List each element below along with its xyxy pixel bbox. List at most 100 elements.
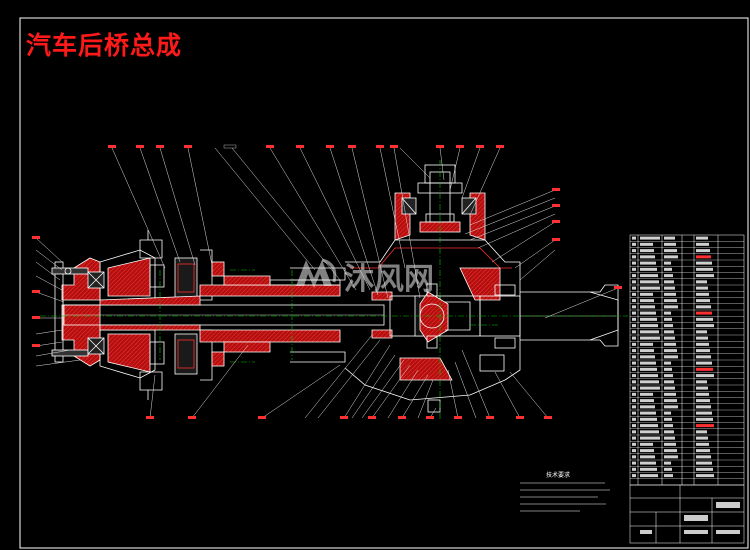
table-cell-number — [632, 330, 636, 334]
leader-lines — [35, 147, 619, 419]
table-cell-number — [632, 467, 636, 471]
table-cell-number — [632, 430, 636, 434]
table-cell-text — [640, 292, 653, 296]
table-cell-number — [632, 261, 636, 265]
table-cell-text — [664, 330, 674, 334]
table-cell-number — [632, 455, 636, 459]
table-cell-number — [632, 399, 636, 403]
table-cell-number — [632, 236, 636, 240]
table-cell-text — [640, 317, 657, 321]
table-cell-number — [632, 286, 636, 290]
table-cell-text — [664, 299, 677, 303]
table-cell-number — [632, 311, 636, 315]
table-cell-number — [632, 442, 636, 446]
table-cell-text — [664, 455, 678, 459]
table-cell-text — [696, 430, 707, 434]
table-cell-number — [632, 274, 636, 278]
table-cell-text — [696, 374, 714, 378]
table-cell-text — [640, 467, 657, 471]
technical-notes-title: 技术要求 — [546, 472, 571, 479]
table-cell-number — [632, 305, 636, 309]
table-cell-text — [696, 342, 709, 346]
table-cell-text — [640, 274, 658, 278]
table-cell-text — [696, 317, 713, 321]
table-cell-text — [640, 461, 656, 465]
table-cell-text — [696, 305, 711, 309]
table-cell-number — [632, 374, 636, 378]
table-cell-text — [664, 349, 677, 353]
table-cell-text — [664, 361, 671, 365]
table-cell-text — [640, 442, 653, 446]
table-cell-text — [664, 336, 675, 340]
table-cell-text — [696, 455, 711, 459]
table-cell-number — [632, 424, 636, 428]
table-cell-number — [632, 355, 636, 359]
table-cell-text — [664, 324, 673, 328]
table-cell-text — [696, 274, 714, 278]
table-cell-text — [696, 267, 713, 271]
table-cell-text — [664, 292, 676, 296]
table-cell-text — [640, 449, 654, 453]
table-cell-text — [640, 386, 660, 390]
table-cell-number — [632, 367, 636, 371]
table-cell-number — [632, 417, 636, 421]
table-cell-text — [664, 317, 672, 321]
table-cell-text — [640, 380, 659, 384]
table-cell-text — [664, 386, 675, 390]
table-cell-text — [664, 405, 678, 409]
table-cell-number — [632, 411, 636, 415]
table-cell-text — [664, 436, 675, 440]
table-cell-text — [664, 417, 672, 421]
table-cell-text — [640, 311, 656, 315]
table-cell-text — [696, 474, 714, 478]
table-cell-text — [640, 336, 660, 340]
table-cell-text — [640, 255, 655, 259]
table-cell-text — [696, 280, 707, 284]
table-cell-text — [696, 236, 708, 240]
table-cell-text — [664, 461, 671, 465]
table-cell-text — [664, 305, 678, 309]
table-cell-text — [640, 330, 659, 334]
table-cell-text — [664, 392, 676, 396]
table-cell-number — [632, 449, 636, 453]
table-cell-text — [640, 355, 655, 359]
title-block — [629, 484, 745, 544]
table-cell-text — [696, 417, 713, 421]
table-cell-text — [696, 249, 710, 253]
table-cell-text — [640, 249, 654, 253]
table-cell-text — [664, 430, 674, 434]
table-cell-text — [640, 242, 653, 246]
table-cell-text — [664, 474, 673, 478]
table-cell-number — [632, 255, 636, 259]
left-hub-assembly — [51, 230, 225, 400]
table-cell-number — [632, 405, 636, 409]
table-cell-text — [640, 236, 660, 240]
table-cell-text — [696, 311, 712, 315]
table-cell-text — [696, 361, 712, 365]
table-cell-text — [696, 380, 707, 384]
table-cell-text — [640, 474, 658, 478]
table-cell-text — [664, 342, 676, 346]
table-cell-text — [640, 261, 656, 265]
table-cell-text — [696, 292, 709, 296]
centerlines — [40, 160, 628, 420]
table-cell-text — [664, 399, 677, 403]
table-cell-text — [696, 449, 710, 453]
table-cell-text — [640, 305, 655, 309]
table-cell-text — [640, 424, 658, 428]
table-cell-number — [632, 436, 636, 440]
table-cell-text — [640, 349, 654, 353]
table-cell-text — [640, 455, 655, 459]
table-cell-text — [696, 349, 710, 353]
table-cell-number — [632, 361, 636, 365]
drawing-frame — [19, 17, 749, 549]
table-cell-text — [696, 436, 708, 440]
table-cell-text — [640, 436, 660, 440]
table-cell-number — [632, 342, 636, 346]
table-cell-text — [640, 374, 658, 378]
table-cell-number — [632, 386, 636, 390]
table-cell-text — [664, 374, 673, 378]
table-cell-text — [640, 324, 658, 328]
table-cell-text — [640, 367, 657, 371]
table-cell-text — [696, 261, 712, 265]
